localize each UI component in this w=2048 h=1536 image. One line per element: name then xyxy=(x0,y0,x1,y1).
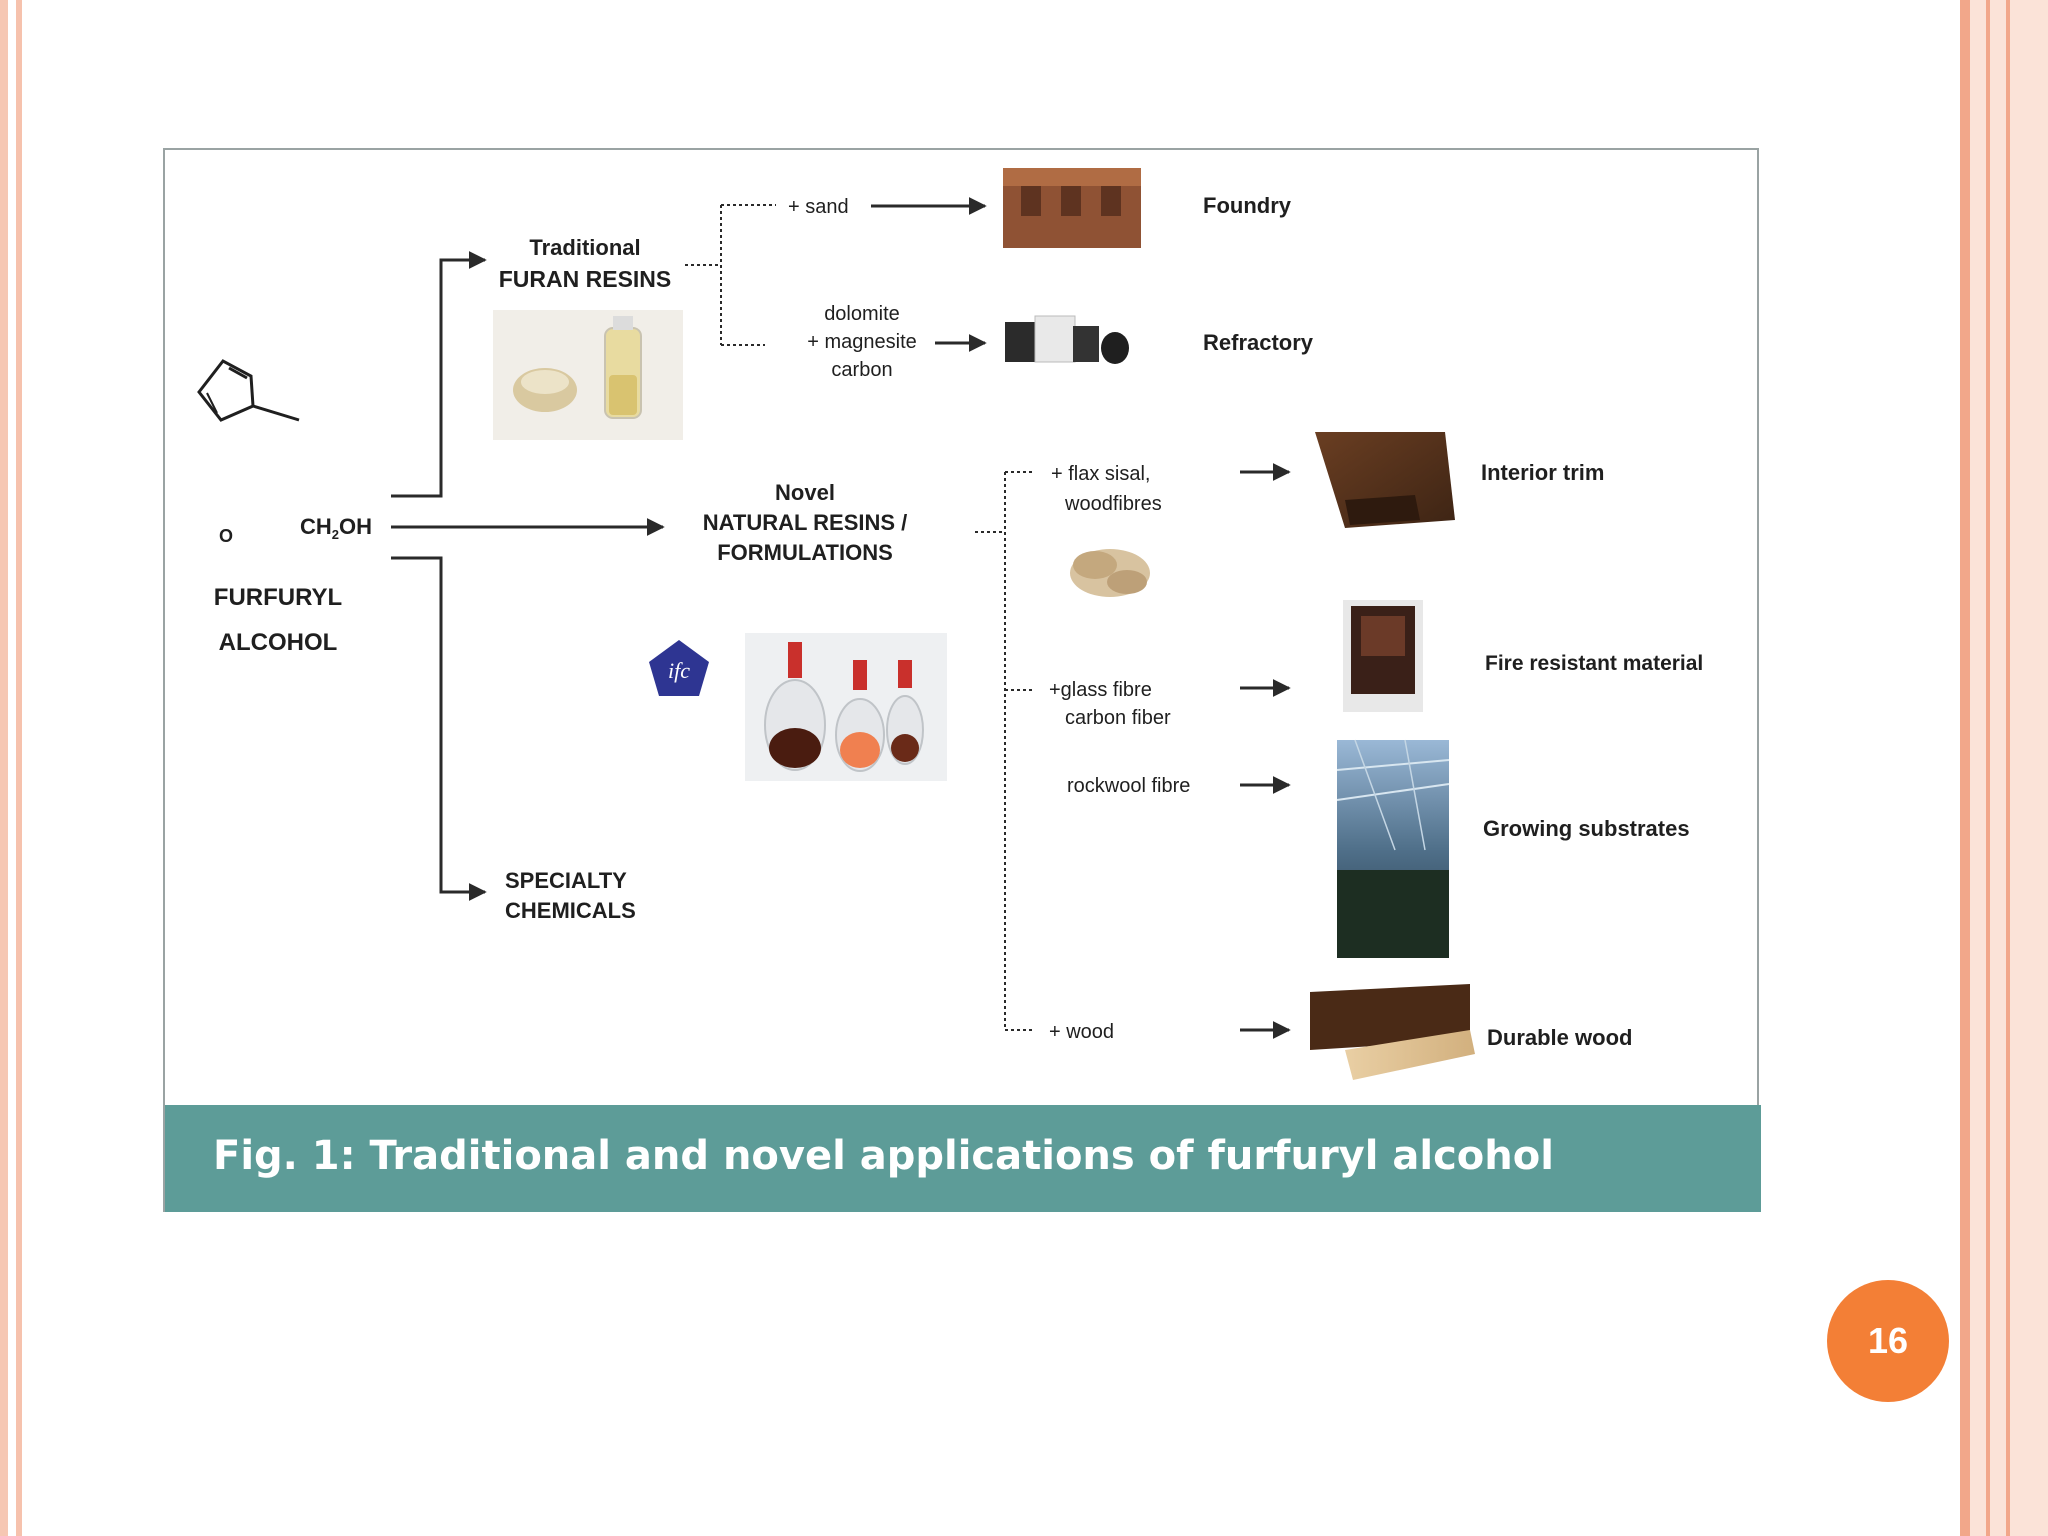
input-wood: + wood xyxy=(1049,1021,1114,1043)
durable-wood-photo xyxy=(1310,984,1475,1080)
traditional-bracket xyxy=(685,204,776,346)
output-refractory: Refractory xyxy=(1203,330,1314,355)
page-number-badge: 16 xyxy=(1827,1280,1949,1402)
input-carbon-fiber: carbon fiber xyxy=(1065,707,1171,729)
figure-caption: Fig. 1: Traditional and novel applicatio… xyxy=(213,1133,1554,1179)
furfuryl-alcohol-name-line1: FURFURYL xyxy=(214,584,342,611)
novel-bracket xyxy=(975,471,1033,1031)
fibres-photo xyxy=(1070,549,1150,597)
ch2oh-label: CH2OH xyxy=(300,514,372,542)
specialty-label: SPECIALTY xyxy=(505,868,627,893)
slide-border-left-outer xyxy=(0,0,8,1536)
input-dolomite: dolomite xyxy=(824,303,900,325)
input-glass-fibre: +glass fibre xyxy=(1049,679,1152,701)
svg-text:ifc: ifc xyxy=(668,658,690,683)
slide-border-right-line-2 xyxy=(1986,0,1990,1536)
foundry-photo xyxy=(1003,168,1141,248)
figure: O CH2OH FURFURYL ALCOHOL Traditional FUR… xyxy=(163,148,1761,1212)
ifc-logo: ifc xyxy=(649,640,709,696)
input-magnesite: + magnesite xyxy=(807,331,917,353)
main-branch-connectors xyxy=(391,251,665,901)
traditional-label: Traditional xyxy=(529,235,640,260)
interior-trim-photo xyxy=(1315,432,1455,528)
output-foundry: Foundry xyxy=(1203,193,1292,218)
greenhouse-photo xyxy=(1336,739,1450,958)
refractory-photo xyxy=(1005,315,1129,364)
slide-border-right-line-3 xyxy=(2006,0,2010,1536)
furan-resin-photo xyxy=(493,310,683,440)
output-interior-trim: Interior trim xyxy=(1481,460,1604,485)
input-sand: + sand xyxy=(788,196,849,218)
fire-resistant-photo xyxy=(1343,600,1423,712)
output-fire-resistant: Fire resistant material xyxy=(1485,652,1703,675)
ring-oxygen-label: O xyxy=(219,526,233,546)
slide-border-right-line-1 xyxy=(1960,0,1970,1536)
input-woodfibres: woodfibres xyxy=(1064,493,1162,515)
input-rockwool: rockwool fibre xyxy=(1067,775,1190,797)
output-growing-substrates: Growing substrates xyxy=(1483,816,1690,841)
output-durable-wood: Durable wood xyxy=(1487,1025,1632,1050)
input-carbon: carbon xyxy=(831,359,892,381)
furfuryl-alcohol-name-line2: ALCOHOL xyxy=(219,629,338,656)
resin-flasks-photo xyxy=(745,633,947,781)
figure-caption-band: Fig. 1: Traditional and novel applicatio… xyxy=(165,1105,1761,1212)
slide-border-right-band xyxy=(1960,0,2048,1536)
furan-resins-label: FURAN RESINS xyxy=(499,266,672,292)
chemicals-label: CHEMICALS xyxy=(505,898,636,923)
formulations-label: FORMULATIONS xyxy=(717,540,893,565)
novel-label: Novel xyxy=(775,480,835,505)
slide-border-left-line xyxy=(16,0,22,1536)
natural-resins-label: NATURAL RESINS / xyxy=(703,510,908,535)
diagram: O CH2OH FURFURYL ALCOHOL Traditional FUR… xyxy=(197,168,1703,1080)
input-flax-sisal: + flax sisal, xyxy=(1051,463,1150,485)
furfuryl-alcohol-structure: O CH2OH FURFURYL ALCOHOL xyxy=(197,359,372,656)
